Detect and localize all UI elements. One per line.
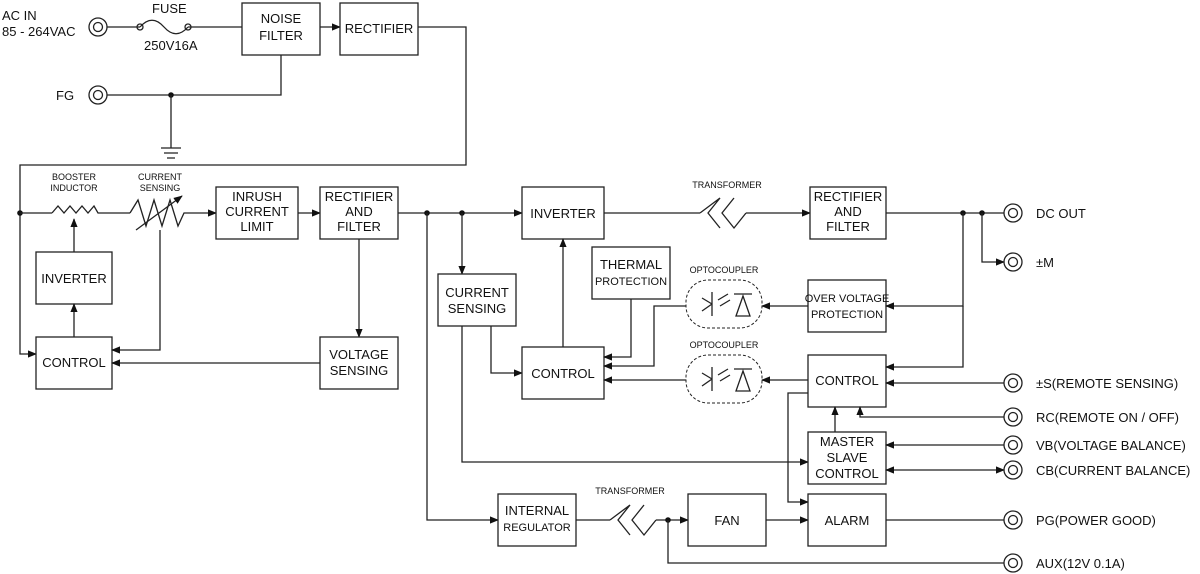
m-terminal [1003,252,1023,272]
svg-text:AND: AND [345,204,372,219]
booster-inductor-label: BOOSTER [52,172,97,182]
internal-regulator-block: INTERNAL REGULATOR [497,493,577,547]
inverter-left-block: INVERTER [35,251,113,305]
svg-text:FAN: FAN [714,513,739,528]
fan-block: FAN [687,493,767,547]
rectifier-top-block: RECTIFIER [339,2,419,56]
transformer-top-icon [699,197,747,230]
voltage-sensing-block: VOLTAGE SENSING [319,336,399,390]
svg-text:CONTROL: CONTROL [531,366,595,381]
voltage-balance-terminal [1003,435,1023,455]
svg-text:SENSING: SENSING [140,183,181,193]
ac-in-voltage-label: 85 - 264VAC [2,24,75,39]
ac-in-terminal [88,17,108,37]
fuse-rating-label: 250V16A [144,38,198,53]
control-right-block: CONTROL [807,354,887,408]
svg-text:PROTECTION: PROTECTION [595,276,667,288]
over-voltage-protection-block: OVER VOLTAGE PROTECTION [805,279,890,333]
alarm-block: ALARM [807,493,887,547]
svg-text:FILTER: FILTER [337,219,381,234]
svg-text:VOLTAGE: VOLTAGE [329,347,389,362]
transformer-top-label: TRANSFORMER [692,180,762,190]
svg-text:SENSING: SENSING [330,363,389,378]
svg-text:THERMAL: THERMAL [600,257,662,272]
control-mid-block: CONTROL [521,346,605,400]
fg-label: FG [56,88,74,103]
optocoupler-1-icon [685,279,763,329]
transformer-bottom-label: TRANSFORMER [595,486,665,496]
ground-icon [161,95,181,159]
booster-inductor-icon [51,204,130,214]
svg-text:LIMIT: LIMIT [240,219,273,234]
fuse-icon [107,19,242,35]
rectifier-filter-2-block: RECTIFIER AND FILTER [809,186,887,240]
svg-text:RECTIFIER: RECTIFIER [325,189,394,204]
svg-text:CONTROL: CONTROL [815,373,879,388]
svg-text:RECTIFIER: RECTIFIER [345,21,414,36]
svg-text:INVERTER: INVERTER [530,206,596,221]
dc-out-label: DC OUT [1036,206,1086,221]
svg-text:MASTER: MASTER [820,434,874,449]
svg-text:INDUCTOR: INDUCTOR [50,183,98,193]
svg-text:INRUSH: INRUSH [232,189,282,204]
transformer-bottom-icon [609,504,657,537]
svg-text:INVERTER: INVERTER [41,271,107,286]
remote-on-off-label: RC(REMOTE ON / OFF) [1036,410,1179,425]
optocoupler-2-label: OPTOCOUPLER [690,340,759,350]
svg-text:FILTER: FILTER [259,28,303,43]
voltage-balance-label: VB(VOLTAGE BALANCE) [1036,438,1186,453]
svg-text:INTERNAL: INTERNAL [505,503,569,518]
optocoupler-2-icon [685,354,763,404]
optocoupler-1-label: OPTOCOUPLER [690,265,759,275]
svg-text:OVER VOLTAGE: OVER VOLTAGE [805,293,890,305]
svg-text:CURRENT: CURRENT [445,285,509,300]
remote-sensing-terminal [1003,373,1023,393]
control-left-block: CONTROL [35,336,113,390]
noise-filter-block: NOISE FILTER [241,2,321,56]
remote-sensing-label: ±S(REMOTE SENSING) [1036,376,1178,391]
svg-text:SLAVE: SLAVE [827,450,868,465]
aux-label: AUX(12V 0.1A) [1036,556,1125,571]
inrush-current-limit-block: INRUSH CURRENT LIMIT [215,186,299,240]
current-sensing-box: CURRENT SENSING [437,273,517,327]
svg-text:PROTECTION: PROTECTION [811,309,883,321]
ac-in-label: AC IN [2,8,37,23]
remote-on-off-terminal [1003,407,1023,427]
inverter-main-block: INVERTER [521,186,605,240]
svg-text:CONTROL: CONTROL [815,466,879,481]
current-sensing-resistor-icon [129,197,217,229]
svg-text:CONTROL: CONTROL [42,355,106,370]
current-balance-label: CB(CURRENT BALANCE) [1036,463,1190,478]
aux-terminal [1003,553,1023,573]
m-label: ±M [1036,255,1054,270]
svg-text:SENSING: SENSING [448,301,507,316]
current-balance-terminal [1003,460,1023,480]
svg-text:ALARM: ALARM [825,513,870,528]
svg-text:REGULATOR: REGULATOR [503,522,570,534]
svg-text:RECTIFIER: RECTIFIER [814,189,883,204]
rectifier-filter-1-block: RECTIFIER AND FILTER [319,186,399,240]
power-good-label: PG(POWER GOOD) [1036,513,1156,528]
svg-text:FILTER: FILTER [826,219,870,234]
fg-terminal [88,85,108,105]
svg-text:NOISE: NOISE [261,11,302,26]
master-slave-control-block: MASTER SLAVE CONTROL [807,431,887,485]
thermal-protection-block: THERMAL PROTECTION [591,246,671,300]
current-sensing-label: CURRENT [138,172,183,182]
dc-out-terminal [1003,203,1023,223]
power-good-terminal [1003,510,1023,530]
svg-text:CURRENT: CURRENT [225,204,289,219]
svg-text:AND: AND [834,204,861,219]
fuse-label: FUSE [152,1,187,16]
